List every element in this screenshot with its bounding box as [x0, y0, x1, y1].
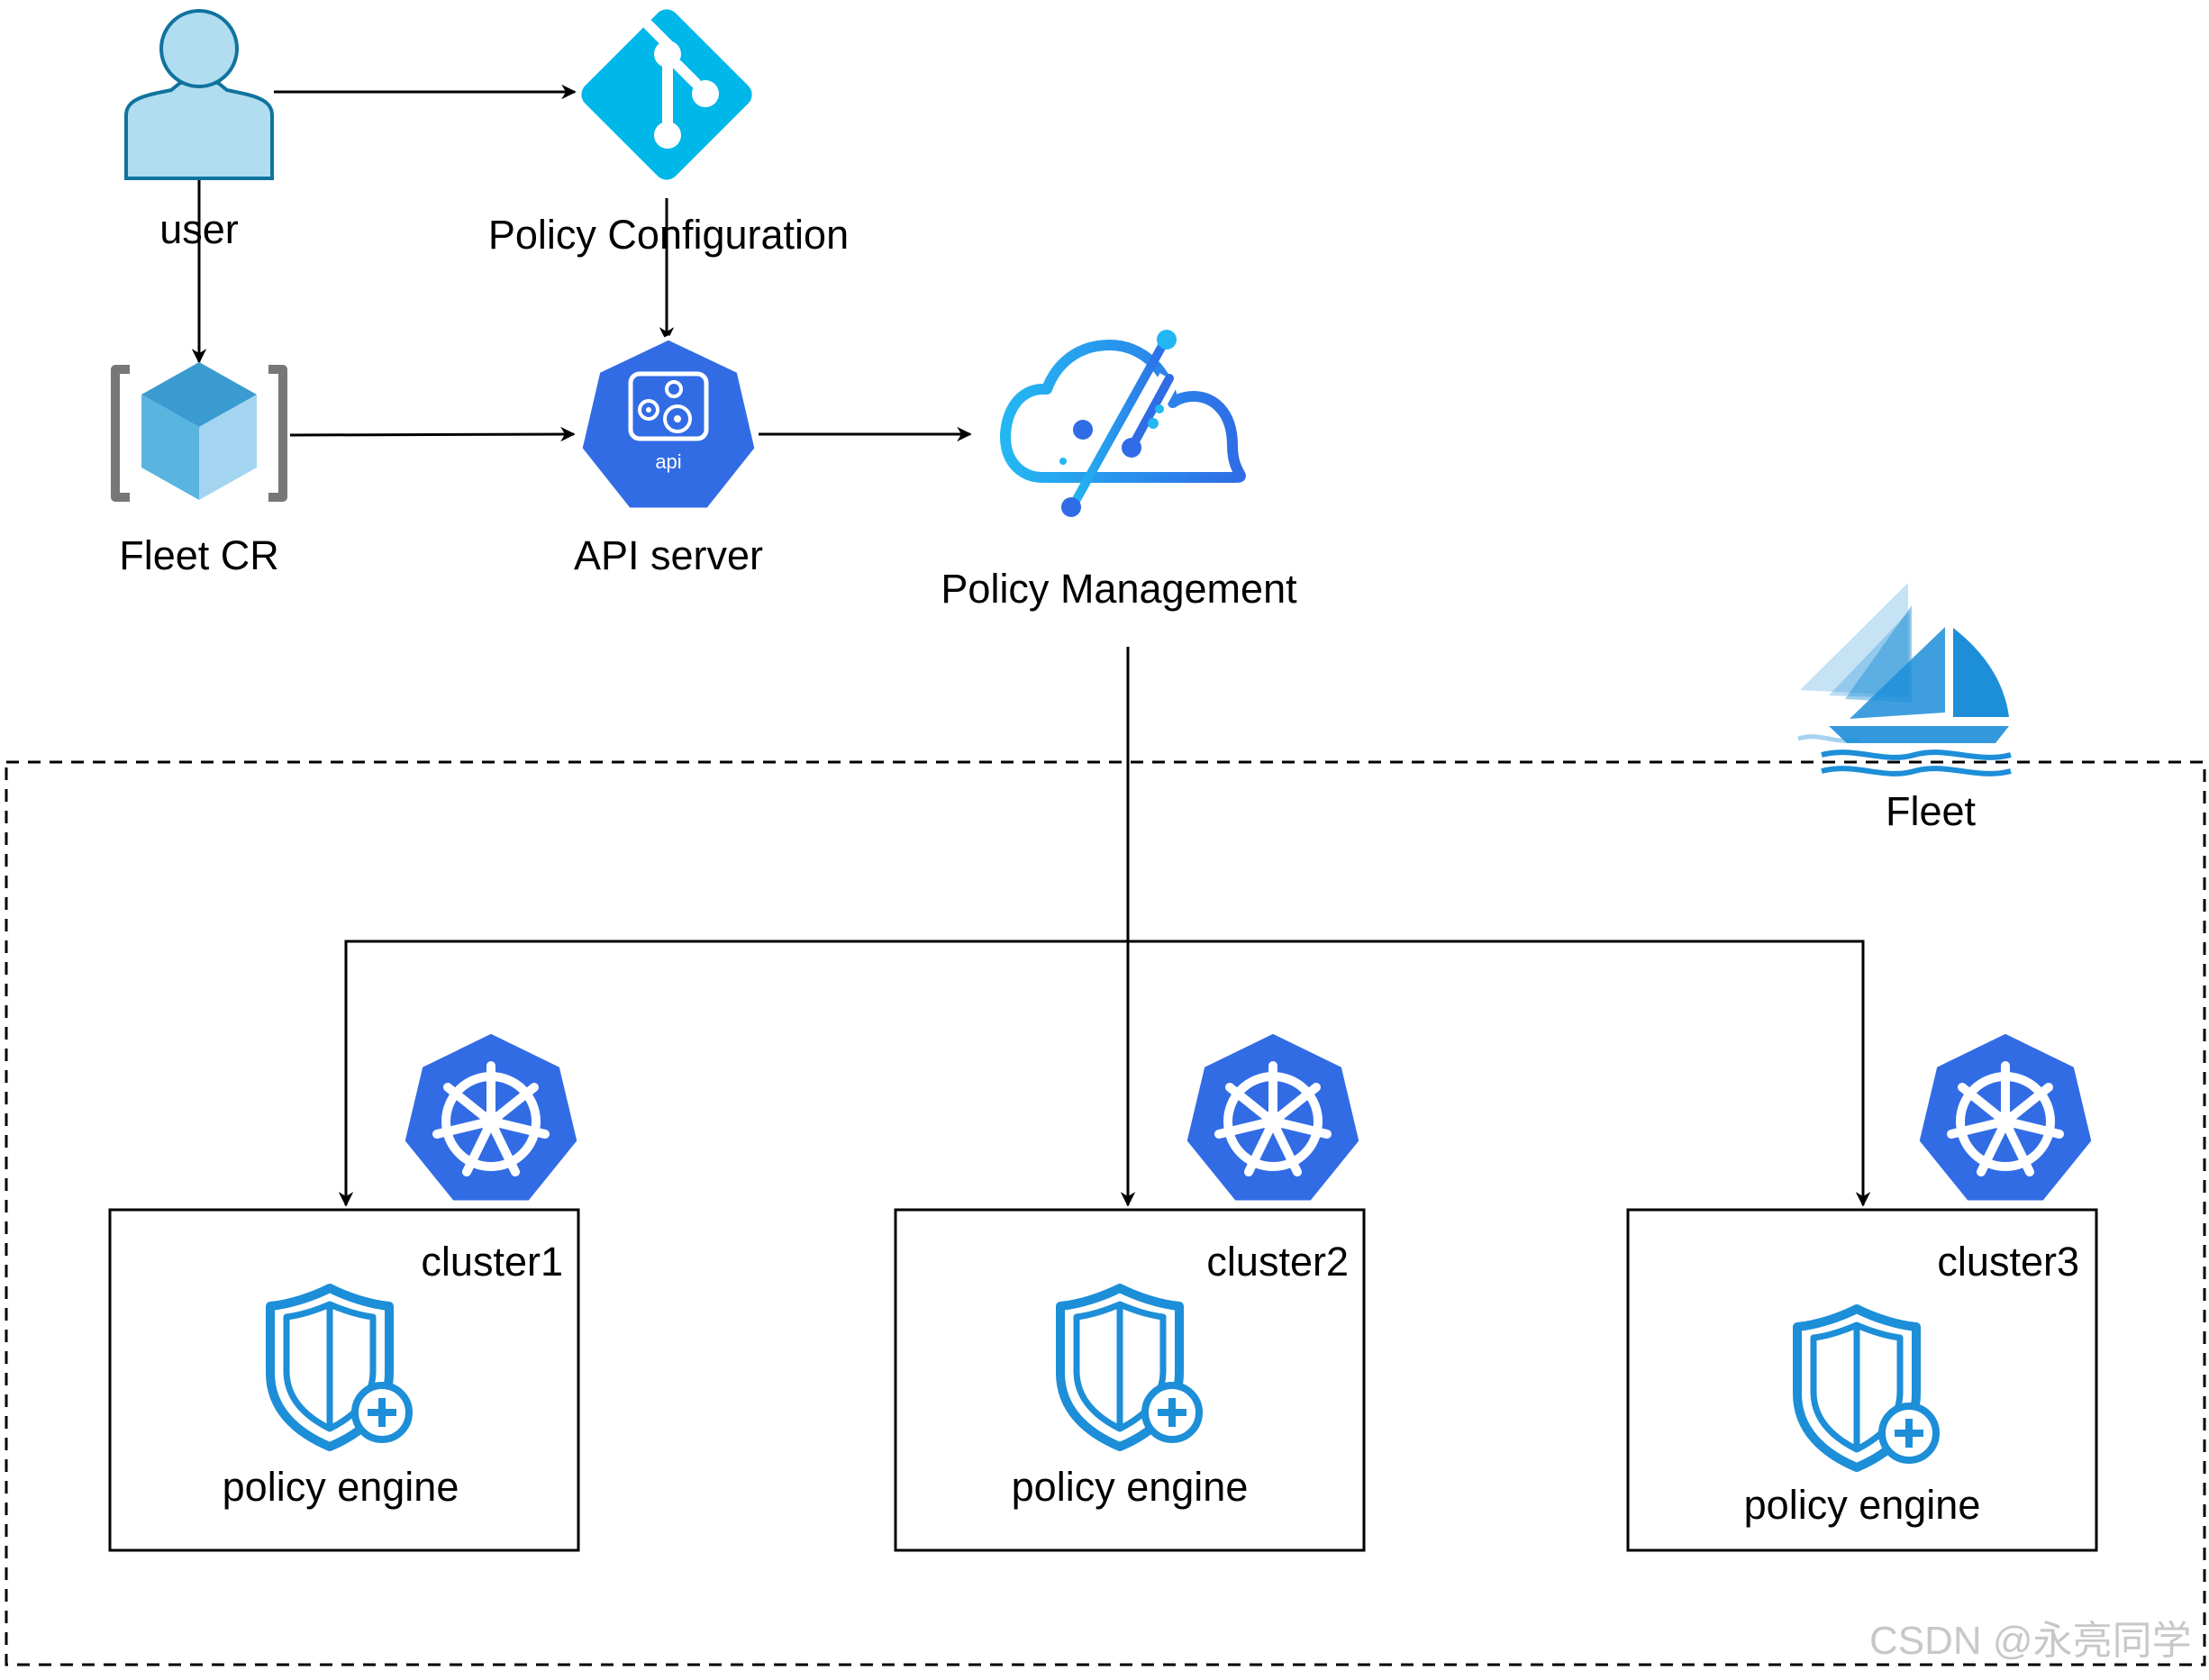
- api-server-label: API server: [573, 532, 764, 578]
- edge-pm-to-cluster3: [1128, 940, 1871, 1207]
- edge-fleet-cr-to-api: [289, 426, 576, 442]
- kubernetes-helm-icon: [403, 1031, 579, 1203]
- sailboat-icon: [1797, 583, 2012, 776]
- cluster2-box: [894, 1208, 1366, 1552]
- watermark: CSDN @永亮同学: [1869, 1619, 2192, 1663]
- cloud-icon: [1000, 0, 1246, 517]
- cluster1-policy-engine-label: policy engine: [222, 1464, 459, 1510]
- cluster1-box: [108, 1208, 580, 1552]
- fleet-boundary: [5, 760, 2206, 1666]
- cluster2-title: cluster2: [1206, 1239, 1349, 1285]
- fleet-cr-label: Fleet CR: [119, 532, 279, 578]
- edge-pm-to-cluster1: [338, 647, 1130, 1207]
- api-icon-text: api: [655, 450, 681, 473]
- cube-icon: [111, 362, 287, 502]
- kubernetes-helm-icon: [1917, 1031, 2094, 1203]
- user-label: user: [159, 206, 239, 252]
- git-icon: [581, 9, 752, 180]
- cluster1-title: cluster1: [421, 1239, 563, 1285]
- edges: [191, 84, 1871, 1207]
- cluster2-policy-engine-label: policy engine: [1011, 1464, 1249, 1510]
- kubernetes-api-icon: api: [577, 335, 759, 513]
- cluster3-policy-engine-label: policy engine: [1743, 1482, 1981, 1528]
- policy-configuration-label: Policy Configuration: [487, 212, 850, 258]
- cluster3-title: cluster3: [1937, 1239, 2079, 1285]
- fleet-label: Fleet: [1885, 788, 1977, 834]
- user-icon: [124, 9, 274, 180]
- kubernetes-helm-icon: [1185, 1031, 1361, 1203]
- policy-management-label: Policy Management: [941, 566, 1297, 612]
- cluster3-box: [1626, 1208, 2098, 1552]
